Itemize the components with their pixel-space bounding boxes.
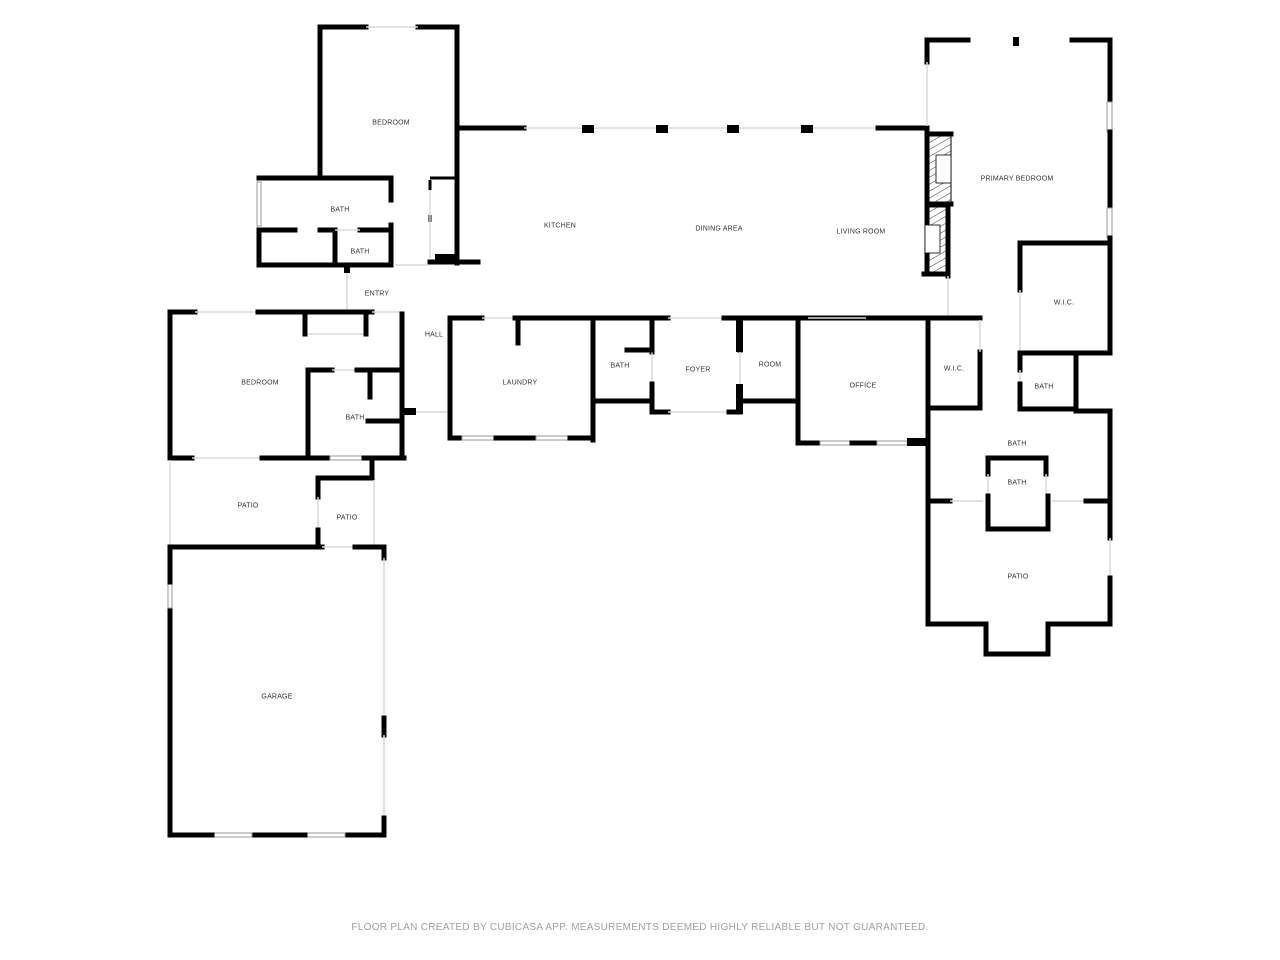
room-label-bath-west: BATH [345, 414, 365, 422]
room-label-patio-west-2: PATIO [336, 514, 358, 522]
bedroom-north-walls [256, 24, 527, 268]
room-label-foyer: FOYER [685, 366, 711, 374]
room-label-living-room: LIVING ROOM [836, 228, 886, 236]
room-label-entry: ENTRY [364, 290, 390, 298]
room-label-kitchen: KITCHEN [543, 222, 577, 230]
room-label-bath-east-inner: BATH [1007, 479, 1027, 487]
east-wing-walls [795, 315, 1113, 657]
room-label-dining-area: DINING AREA [695, 225, 743, 233]
west-wing-walls [167, 265, 447, 550]
room-label-bedroom-north: BEDROOM [372, 119, 410, 127]
room-label-garage: GARAGE [261, 693, 293, 701]
room-label-bath-east-small: BATH [1034, 383, 1054, 391]
room-label-wic-2: W.I.C. [943, 365, 965, 373]
room-label-room: ROOM [758, 361, 782, 369]
room-label-bedroom-west: BEDROOM [241, 379, 279, 387]
room-label-office: OFFICE [849, 382, 877, 390]
main-living-walls [524, 125, 954, 318]
room-label-bath-center: BATH [610, 362, 630, 370]
room-label-patio-west-1: PATIO [237, 502, 259, 510]
room-label-hall: HALL [424, 331, 444, 339]
room-label-primary-bedroom: PRIMARY BEDROOM [980, 175, 1054, 183]
primary-bedroom-walls [924, 37, 1113, 356]
room-label-wic-1: W.I.C. [1053, 299, 1075, 307]
garage-walls [167, 544, 387, 838]
footer-disclaimer: FLOOR PLAN CREATED BY CUBICASA APP. MEAS… [351, 922, 929, 933]
room-label-bath-north-2: BATH [350, 248, 370, 256]
room-label-bath-east-main: BATH [1007, 440, 1027, 448]
center-strip-walls [447, 315, 928, 446]
room-label-laundry: LAUNDRY [502, 379, 538, 387]
room-label-bath-north-1: BATH [330, 206, 350, 214]
room-label-patio-east: PATIO [1007, 573, 1029, 581]
